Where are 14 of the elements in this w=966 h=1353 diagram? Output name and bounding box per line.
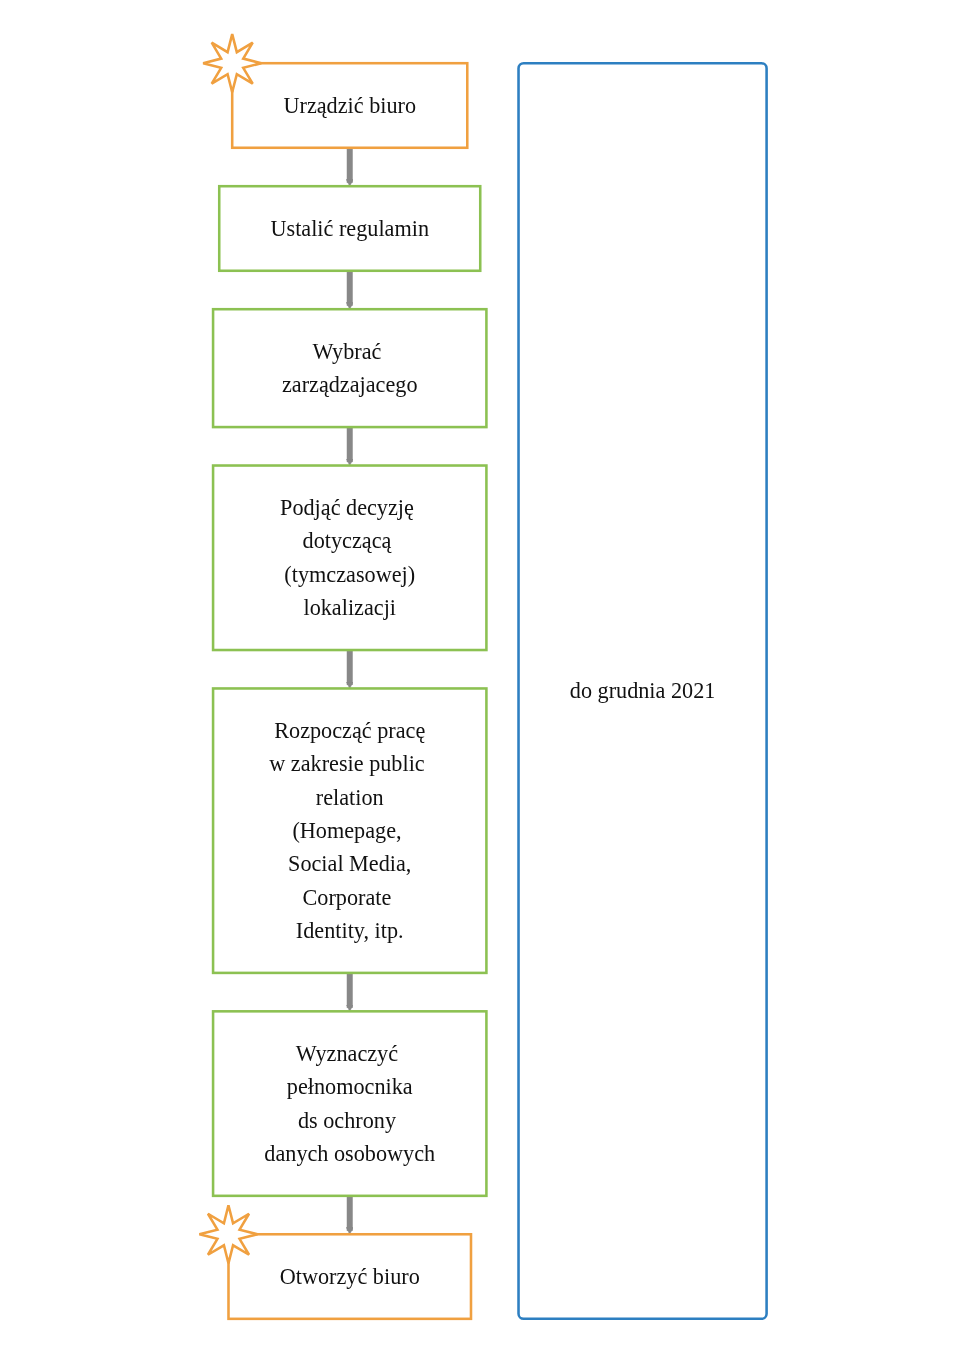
arrow	[346, 972, 354, 1012]
node-box: Ustalić regulamin	[217, 184, 482, 273]
arrow	[346, 1195, 354, 1235]
arrow	[346, 270, 354, 310]
arrow	[346, 147, 354, 187]
node-box: Wyznaczyć pełnomocnika ds ochrony danych osobowych	[211, 1010, 488, 1198]
node-box: Wybrać zarządzajacego	[211, 307, 488, 429]
node-box: Rozpocząć pracę w zakresie public relation (Homepage, Social Media, Corporate Identity, itp.	[211, 687, 488, 975]
node-box: Urządzić biuro	[230, 61, 469, 150]
node-box: Podjąć decyzję dotyczącą (tymczasowej) lokalizacji	[211, 464, 488, 652]
node-box: do grudnia 2021	[517, 61, 768, 1321]
node-box: Otworzyć biuro	[227, 1233, 473, 1321]
arrow	[346, 650, 354, 689]
arrow	[346, 427, 354, 466]
